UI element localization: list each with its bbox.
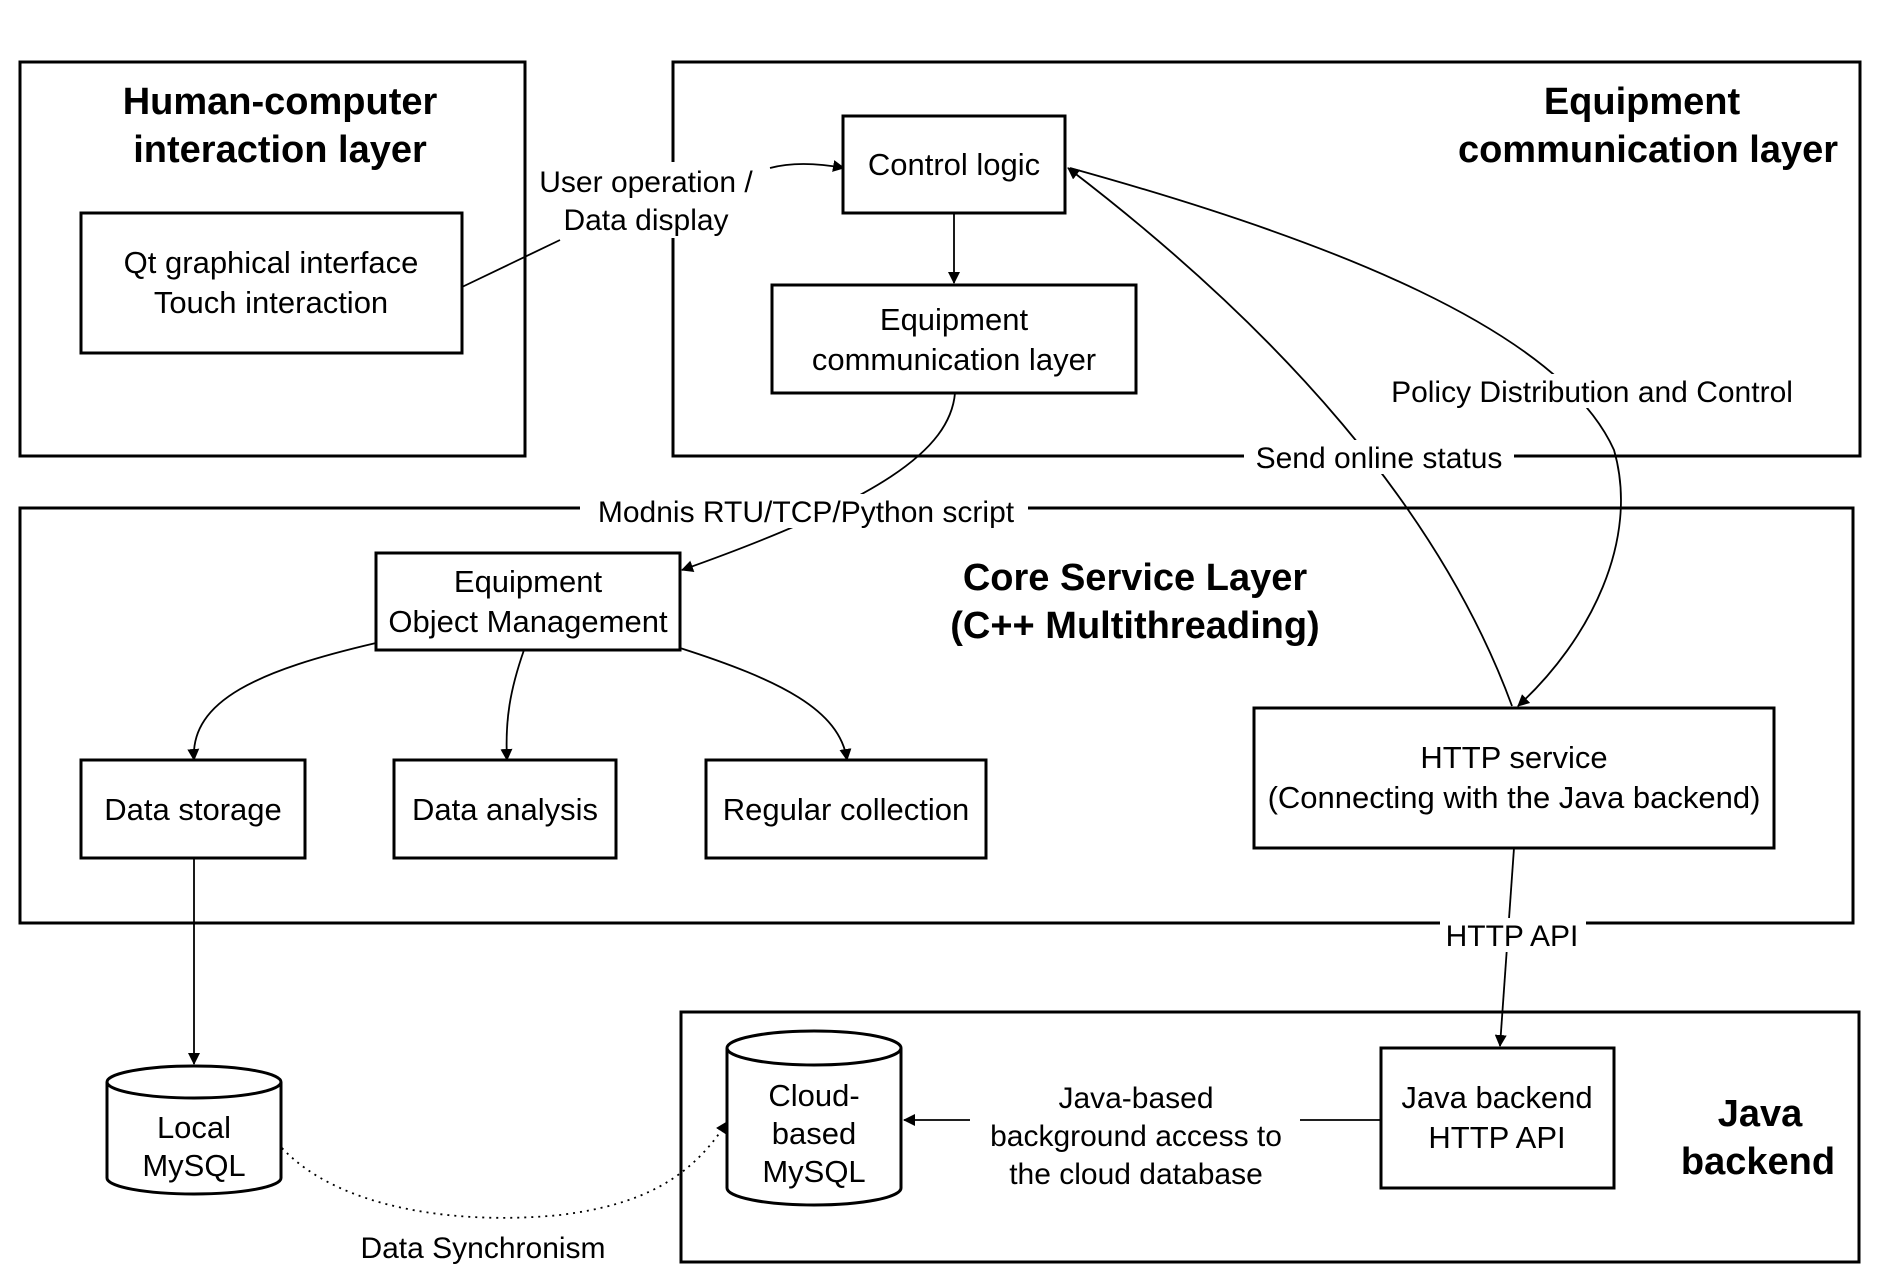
- svg-text:Modnis RTU/TCP/Python script: Modnis RTU/TCP/Python script: [598, 496, 1015, 529]
- edge-label-sync: Data Synchronism: [360, 1232, 605, 1265]
- svg-text:Java-based: Java-based: [1058, 1082, 1213, 1115]
- db-cloud-mysql: Cloud- based MySQL: [725, 1029, 903, 1207]
- edge-label-user-op: User operation / Data display: [528, 162, 766, 238]
- edge-label-modbus: Modnis RTU/TCP/Python script: [580, 494, 1028, 529]
- svg-text:the cloud database: the cloud database: [1009, 1158, 1263, 1191]
- layer-java-title-1: Java: [1718, 1093, 1803, 1135]
- svg-text:Policy Distribution and Contro: Policy Distribution and Control: [1391, 376, 1793, 409]
- svg-text:Equipment: Equipment: [880, 302, 1029, 337]
- node-data-analysis: Data analysis: [392, 758, 618, 860]
- svg-text:Touch interaction: Touch interaction: [154, 285, 388, 320]
- edge-qt-to-control: [461, 239, 561, 288]
- edge-control-to-http: [1069, 167, 1622, 707]
- edge-label-policy: Policy Distribution and Control: [1372, 374, 1812, 409]
- node-equipment-object-mgmt: Equipment Object Management: [374, 551, 682, 652]
- layer-equipment-title-2: communication layer: [1458, 129, 1838, 171]
- layer-hci-title-2: interaction layer: [133, 129, 427, 171]
- edge-label-send-status: Send online status: [1244, 440, 1514, 475]
- svg-text:Object Management: Object Management: [388, 604, 668, 639]
- layer-core-title-2: (C++ Multithreading): [950, 605, 1319, 647]
- edge-label-java-access: Java-based background access to the clou…: [970, 1080, 1300, 1192]
- edge-objmgmt-to-collection: [679, 647, 852, 761]
- svg-text:Local: Local: [157, 1110, 231, 1145]
- svg-text:Equipment: Equipment: [454, 564, 603, 599]
- svg-text:background access to: background access to: [990, 1120, 1282, 1153]
- layer-hci: Human-computer interaction layer: [18, 60, 527, 458]
- node-qt-gui: Qt graphical interface Touch interaction: [79, 211, 464, 355]
- svg-text:Send online status: Send online status: [1256, 442, 1503, 475]
- db-local-mysql: Local MySQL: [105, 1064, 283, 1196]
- svg-text:Regular collection: Regular collection: [723, 792, 969, 827]
- edge-label-http-api: HTTP API: [1440, 918, 1586, 953]
- edge-local-to-cloud-sync: [281, 1121, 728, 1219]
- svg-text:MySQL: MySQL: [762, 1154, 865, 1189]
- node-http-service: HTTP service (Connecting with the Java b…: [1252, 706, 1776, 850]
- svg-text:communication layer: communication layer: [812, 342, 1096, 377]
- node-data-storage: Data storage: [79, 758, 307, 860]
- svg-text:(Connecting with the Java back: (Connecting with the Java backend): [1268, 780, 1761, 815]
- node-equipment-comm: Equipment communication layer: [770, 283, 1138, 395]
- svg-text:User operation /: User operation /: [539, 166, 753, 199]
- layer-core: Core Service Layer (C++ Multithreading): [18, 506, 1855, 925]
- layer-java: Java backend: [679, 1010, 1861, 1264]
- svg-text:Control logic: Control logic: [868, 147, 1040, 182]
- svg-text:HTTP API: HTTP API: [1428, 1120, 1565, 1155]
- svg-text:MySQL: MySQL: [142, 1148, 245, 1183]
- svg-text:Qt graphical interface: Qt graphical interface: [124, 245, 419, 280]
- svg-text:Cloud-: Cloud-: [768, 1078, 859, 1113]
- edge-objmgmt-to-analysis: [500, 649, 525, 761]
- svg-text:based: based: [772, 1116, 856, 1151]
- edge-http-to-control: [1067, 167, 1513, 707]
- node-regular-collection: Regular collection: [704, 758, 988, 860]
- svg-text:Data Synchronism: Data Synchronism: [360, 1232, 605, 1265]
- layer-core-title-1: Core Service Layer: [963, 557, 1308, 599]
- layer-hci-title-1: Human-computer: [123, 81, 438, 123]
- svg-text:Data storage: Data storage: [104, 792, 282, 827]
- svg-text:Data analysis: Data analysis: [412, 792, 598, 827]
- node-java-api: Java backend HTTP API: [1379, 1046, 1616, 1190]
- svg-text:Java backend: Java backend: [1401, 1080, 1592, 1115]
- edge-objmgmt-to-storage: [187, 642, 377, 761]
- svg-text:Data display: Data display: [563, 204, 728, 237]
- node-control-logic: Control logic: [841, 114, 1067, 215]
- layer-java-title-2: backend: [1681, 1141, 1835, 1183]
- svg-text:HTTP service: HTTP service: [1420, 740, 1607, 775]
- layer-equipment-title-1: Equipment: [1544, 81, 1741, 123]
- edge-user-op-arrow: [769, 160, 845, 172]
- edge-equipcomm-to-objmgmt: [681, 392, 956, 572]
- svg-text:HTTP API: HTTP API: [1446, 920, 1579, 953]
